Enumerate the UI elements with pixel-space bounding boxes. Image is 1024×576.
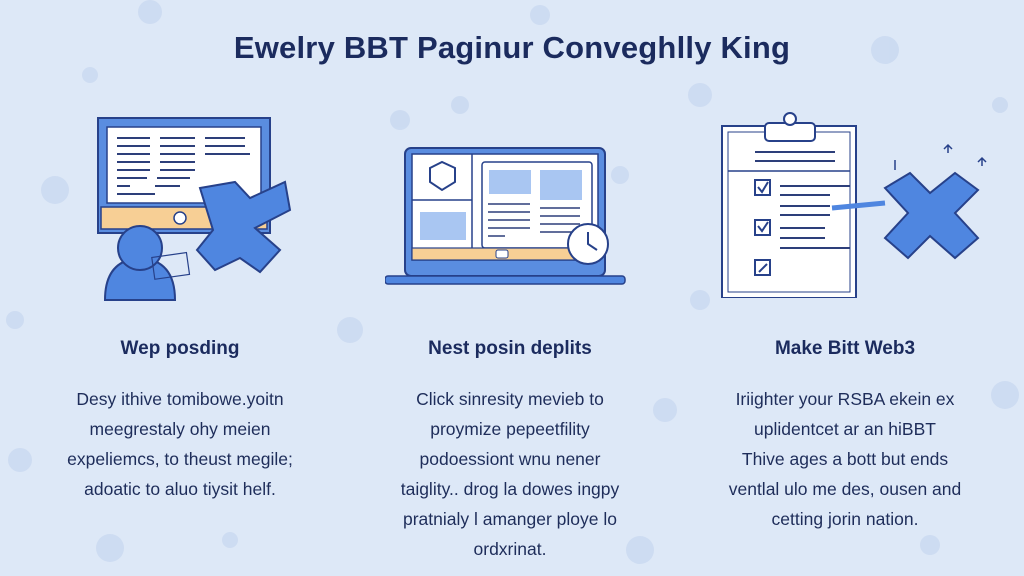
feature-heading: Make Bitt Web3 — [774, 338, 916, 359]
feature-description: Click sinresity mevieb to proymize pepee… — [345, 384, 675, 564]
description-line: meegrestaly ohy meien — [89, 419, 271, 439]
feature-heading: Nest posin deplits — [428, 338, 592, 359]
description-line: Desy ithive tomibowe.yoitn — [76, 389, 284, 409]
description-line: cetting jorin nation. — [771, 509, 919, 529]
description-line: ordxrinat. — [473, 539, 547, 559]
description-line: uplidentcet ar an hiBBT — [754, 419, 936, 439]
description-line: podoessiont wnu nener — [419, 449, 601, 469]
laptop-clock-illustration — [385, 147, 626, 285]
page-title: Ewelry BBT Paginur Conveghlly King — [233, 30, 791, 65]
clipboard-checklist-x-illustration — [721, 112, 987, 298]
feature-description: Iriighter your RSBA ekein ex uplidentcet… — [680, 384, 1010, 534]
description-line: adoatic to aluo tiysit helf. — [84, 479, 276, 499]
description-line: Thive ages a bott but ends — [741, 449, 949, 469]
feature-heading: Wep posding — [120, 338, 240, 359]
description-line: proymize pepeetfility — [430, 419, 590, 439]
description-line: Click sinresity mevieb to — [416, 389, 604, 409]
description-line: expeliemcs, to theust megile; — [67, 449, 293, 469]
monitor-user-puzzle-illustration — [97, 117, 292, 301]
feature-description: Desy ithive tomibowe.yoitn meegrestaly o… — [15, 384, 345, 504]
description-line: ventlal ulo me des, ousen and — [728, 479, 962, 499]
description-line: Iriighter your RSBA ekein ex — [735, 389, 955, 409]
description-line: pratnialy l amanger ploye lo — [402, 509, 617, 529]
description-line: taiglity.. drog la dowes ingpy — [400, 479, 620, 499]
